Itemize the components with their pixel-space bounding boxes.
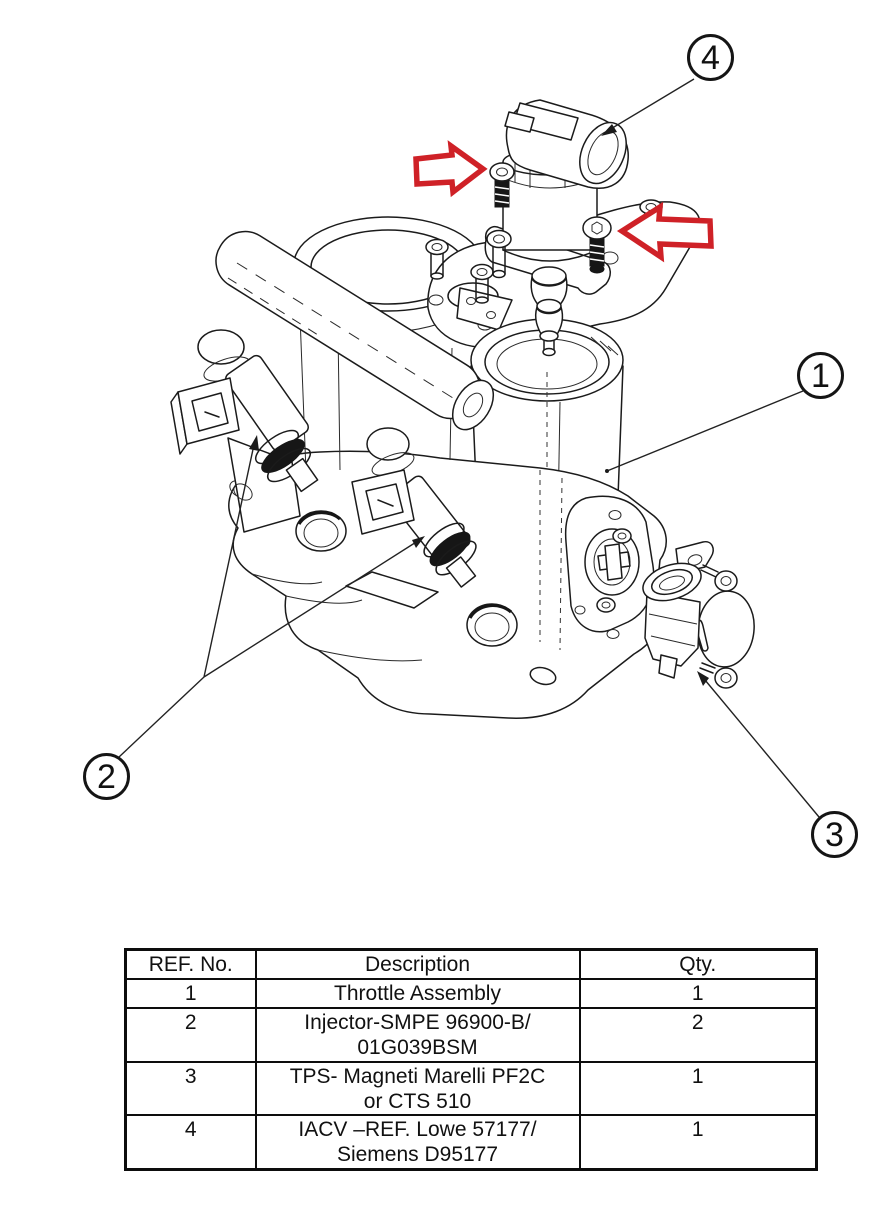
table-row: 1 Throttle Assembly 1 — [124, 977, 818, 1009]
header-qty: Qty. — [578, 948, 818, 980]
callout-3-label: 3 — [825, 815, 844, 854]
leader-lines — [118, 78, 820, 818]
highlight-arrow-right — [616, 201, 714, 263]
cell-qty: 1 — [578, 977, 818, 1009]
cell-ref: 1 — [124, 977, 257, 1009]
plate-screw-1 — [425, 238, 449, 280]
iacv-right-screw — [582, 216, 612, 274]
fuel-rail — [215, 230, 495, 431]
description-line: Injector-SMPE 96900-B/ — [304, 1010, 531, 1034]
header-ref-no: REF. No. — [124, 948, 257, 980]
plate-screw-2 — [470, 263, 494, 304]
tps-screw-top — [700, 564, 738, 592]
tps-screw-bottom — [699, 662, 738, 689]
cell-description: Throttle Assembly — [254, 977, 581, 1009]
cell-ref: 3 — [124, 1060, 257, 1116]
injector-right — [351, 427, 477, 588]
callout-1: 1 — [797, 352, 844, 399]
cell-description: IACV –REF. Lowe 57177/ Siemens D95177 — [254, 1113, 581, 1171]
table-row: 2 Injector-SMPE 96900-B/ 01G039BSM 2 — [124, 1006, 818, 1063]
cell-qty: 2 — [578, 1006, 818, 1063]
tps-sensor — [642, 540, 755, 689]
callout-3: 3 — [811, 811, 858, 858]
iacv-left-screw — [489, 162, 515, 208]
callout-4-label: 4 — [701, 38, 720, 77]
callout-2: 2 — [83, 753, 130, 800]
table-row: 4 IACV –REF. Lowe 57177/ Siemens D95177 … — [124, 1113, 818, 1171]
callout-4: 4 — [687, 34, 734, 81]
table-header-row: REF. No. Description Qty. — [124, 948, 818, 980]
throttle-shaft-flange — [564, 495, 655, 639]
cell-description: Injector-SMPE 96900-B/ 01G039BSM — [254, 1006, 581, 1063]
description-line: IACV –REF. Lowe 57177/ — [298, 1117, 537, 1141]
injector-left — [170, 329, 319, 533]
description-line: 01G039BSM — [357, 1035, 478, 1059]
callout-1-label: 1 — [811, 356, 830, 395]
cell-qty: 1 — [578, 1060, 818, 1116]
header-description: Description — [254, 948, 581, 980]
throttle-body-base — [228, 315, 667, 719]
cell-ref: 2 — [124, 1006, 257, 1063]
cell-description: TPS- Magneti Marelli PF2C or CTS 510 — [254, 1060, 581, 1116]
iacv-lower-left-screw — [486, 229, 512, 279]
description-line: TPS- Magneti Marelli PF2C — [289, 1064, 546, 1088]
callout-2-label: 2 — [97, 757, 116, 796]
parts-table: REF. No. Description Qty. 1 Throttle Ass… — [124, 948, 818, 1171]
cell-qty: 1 — [578, 1113, 818, 1171]
description-line: Siemens D95177 — [336, 1142, 499, 1166]
iacv-valve — [484, 99, 629, 357]
description-line: or CTS 510 — [363, 1089, 472, 1113]
description-line: Throttle Assembly — [334, 981, 501, 1005]
cell-ref: 4 — [124, 1113, 257, 1171]
highlight-arrow-left — [413, 140, 488, 198]
table-row: 3 TPS- Magneti Marelli PF2C or CTS 510 1 — [124, 1060, 818, 1116]
